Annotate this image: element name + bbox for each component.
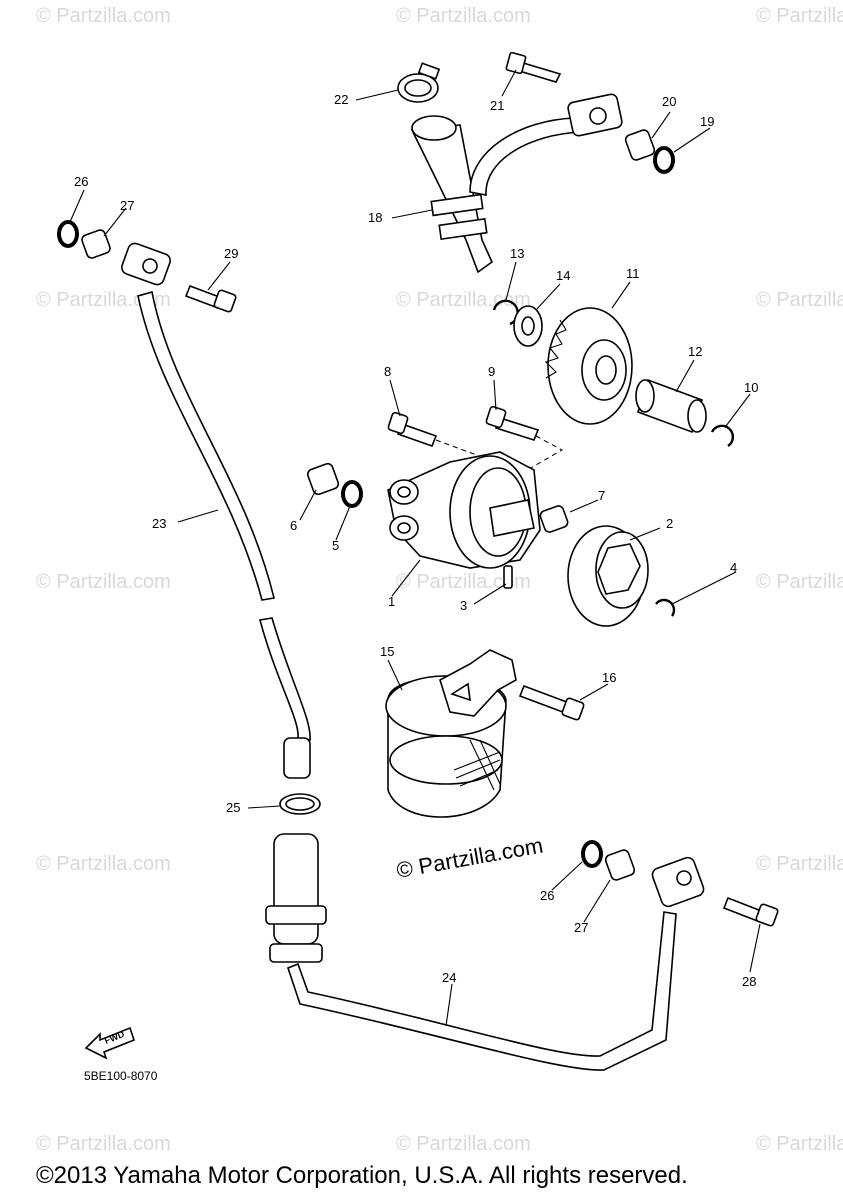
callout-8: 8 — [384, 364, 391, 379]
callout-9: 9 — [488, 364, 495, 379]
diagram-code: 5BE100-8070 — [84, 1069, 158, 1083]
watermark: © Partzilla.com — [36, 571, 171, 593]
fwd-arrow-icon: FWD — [84, 1026, 135, 1060]
callout-22: 22 — [334, 92, 348, 107]
watermark: © Partzilla.com — [396, 571, 531, 593]
center-watermark: © Partzilla.com — [395, 833, 545, 883]
watermark: © Partzilla.com — [756, 1133, 843, 1155]
callout-29: 29 — [224, 246, 238, 261]
callout-11: 11 — [626, 266, 640, 281]
callout-24: 24 — [442, 970, 456, 985]
callout-7: 7 — [598, 488, 605, 503]
callout-23: 23 — [152, 516, 166, 531]
watermark: © Partzilla.com — [36, 289, 171, 311]
watermark: © Partzilla.com — [36, 1133, 171, 1155]
gear-assembly — [492, 299, 735, 447]
watermark: © Partzilla.com — [756, 571, 843, 593]
callout-5: 5 — [332, 538, 339, 553]
callout-16: 16 — [602, 670, 616, 685]
callout-19: 19 — [700, 114, 714, 129]
watermark-layer: © Partzilla.com © Partzilla.com © Partzi… — [36, 5, 843, 1155]
callout-26: 26 — [540, 888, 554, 903]
watermark: © Partzilla.com — [756, 289, 843, 311]
callout-21: 21 — [490, 98, 504, 113]
callout-27: 27 — [120, 198, 134, 213]
copyright-notice: ©2013 Yamaha Motor Corporation, U.S.A. A… — [36, 1162, 688, 1189]
callout-15: 15 — [380, 644, 394, 659]
callout-14: 14 — [556, 268, 570, 283]
callout-13: 13 — [510, 246, 524, 261]
watermark: © Partzilla.com — [396, 5, 531, 27]
watermark: © Partzilla.com — [36, 5, 171, 27]
watermark: © Partzilla.com — [396, 289, 531, 311]
callout-25: 25 — [226, 800, 240, 815]
callout-28: 28 — [742, 974, 756, 989]
watermark: © Partzilla.com — [396, 1133, 531, 1155]
callout-2: 2 — [666, 516, 673, 531]
callout-20: 20 — [662, 94, 676, 109]
callout-10: 10 — [744, 380, 758, 395]
watermark: © Partzilla.com — [756, 5, 843, 27]
left-hose-assembly — [57, 220, 327, 963]
callout-3: 3 — [460, 598, 467, 613]
upper-pipe-assembly — [397, 51, 675, 274]
watermark: © Partzilla.com — [756, 853, 843, 875]
leader-lines — [69, 69, 761, 1027]
strainer-assembly — [385, 649, 585, 818]
watermark: © Partzilla.com — [36, 853, 171, 875]
callout-26: 26 — [74, 174, 88, 189]
callout-12: 12 — [688, 344, 702, 359]
callout-18: 18 — [368, 210, 382, 225]
callout-labels: 1 2 3 4 5 6 7 8 9 10 11 12 13 14 15 16 1… — [74, 92, 758, 989]
callout-27: 27 — [574, 920, 588, 935]
pump-assembly — [306, 405, 676, 627]
bottom-hose-assembly — [287, 840, 779, 1071]
callout-4: 4 — [730, 560, 737, 575]
callout-1: 1 — [388, 594, 395, 609]
callout-6: 6 — [290, 518, 297, 533]
